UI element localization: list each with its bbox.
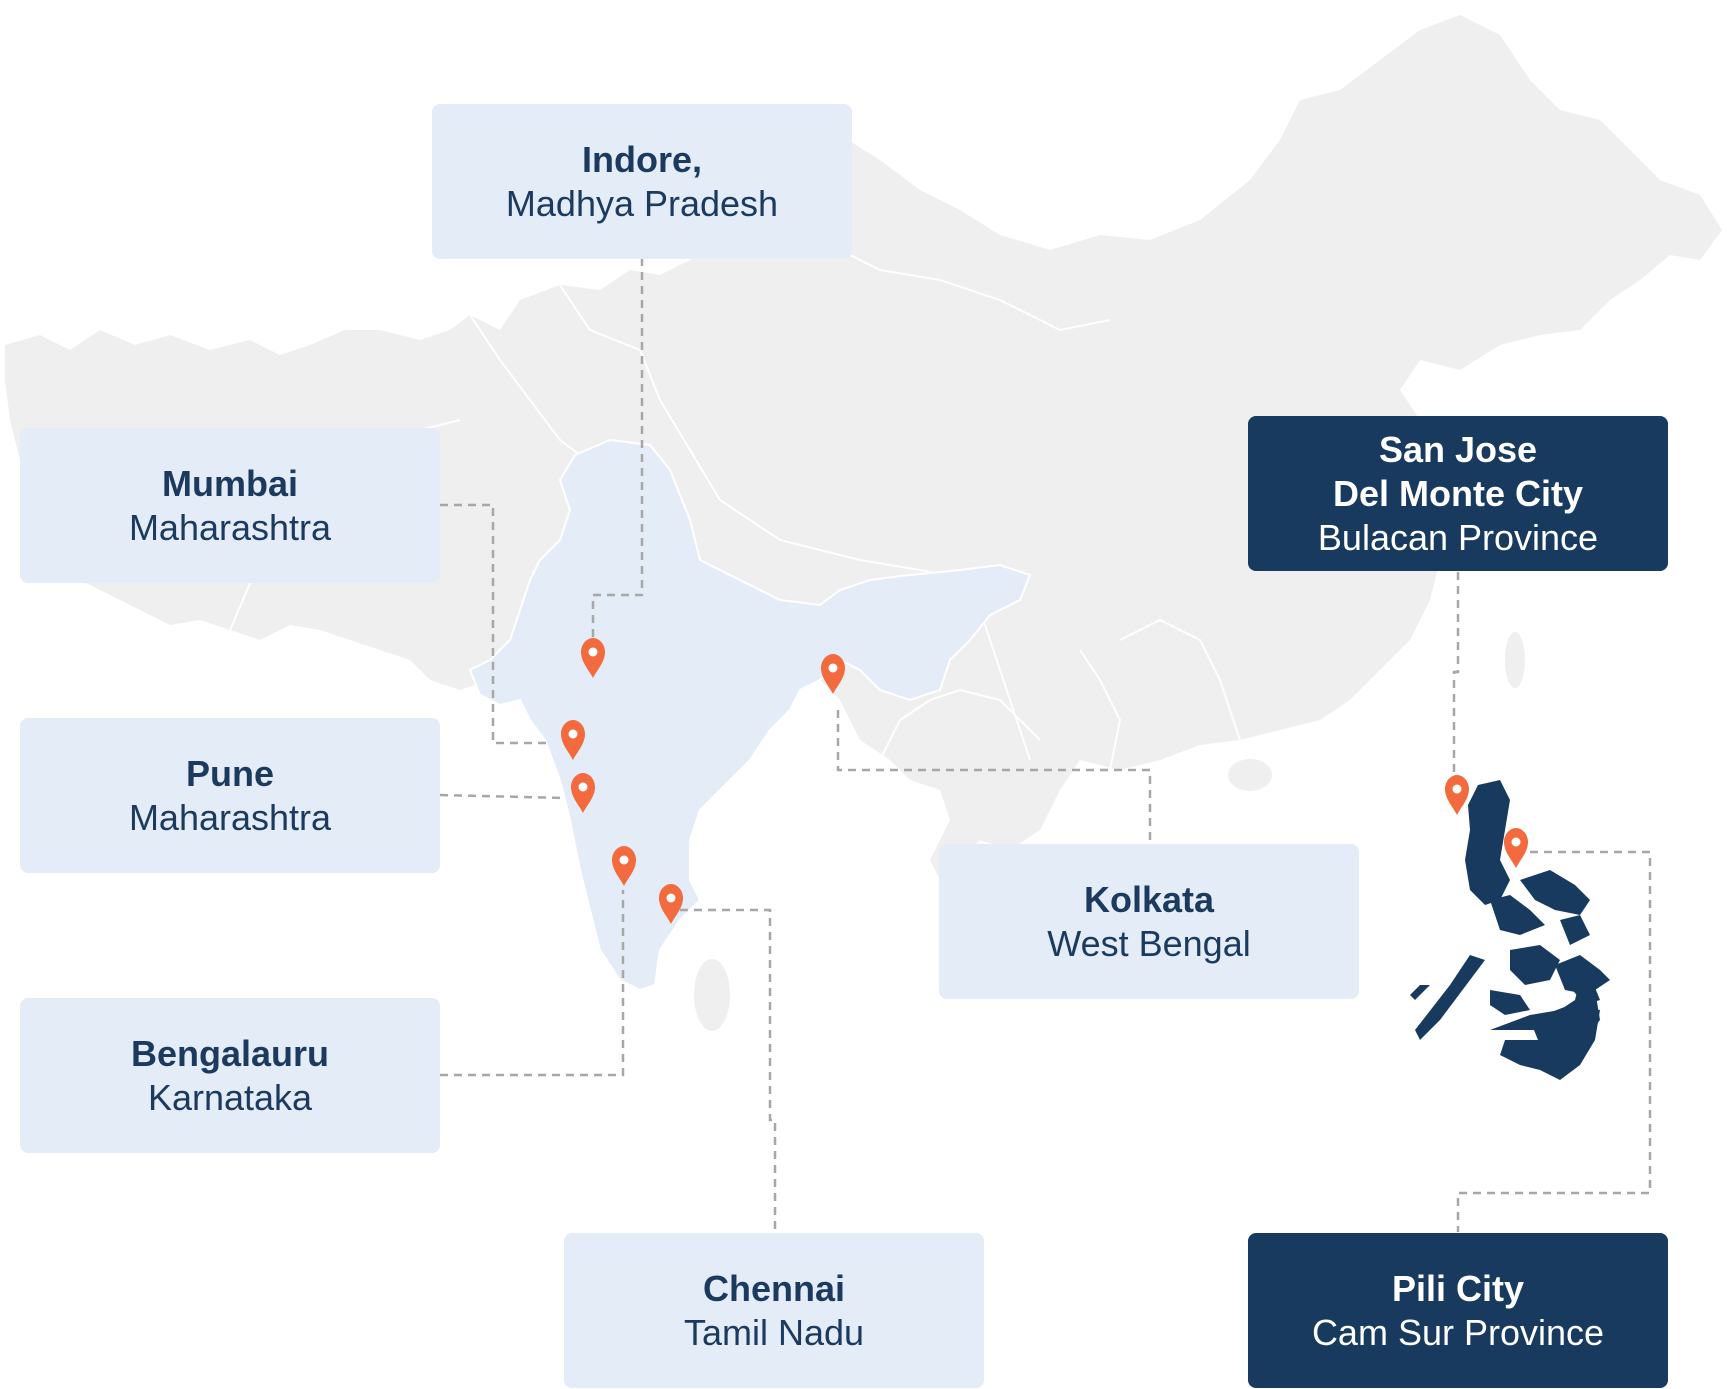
markers: [561, 638, 1528, 924]
region-name: Maharashtra: [128, 796, 332, 838]
region-name: Bulacan Province: [1317, 516, 1599, 558]
location-card-chennai[interactable]: Chennai Tamil Nadu: [564, 1233, 984, 1388]
city-name: Mumbai: [161, 462, 298, 504]
city-name: Kolkata: [1083, 878, 1215, 920]
region-name: Maharashtra: [128, 506, 332, 548]
connector-pune: [439, 793, 566, 800]
asia-landmass: [5, 15, 1722, 880]
sri-lanka-island: [694, 959, 730, 1031]
marker-mumbai[interactable]: [561, 720, 585, 760]
marker-kolkata[interactable]: [821, 654, 845, 694]
connector-indore: [591, 258, 644, 640]
map-pin-icon: [1445, 775, 1469, 815]
map-pin-icon: [612, 846, 636, 886]
philippines-region: [1410, 780, 1610, 1080]
region-name: Tamil Nadu: [683, 1311, 865, 1353]
city-name: Bengalauru: [130, 1032, 330, 1074]
connector-pili: [1456, 850, 1652, 1232]
marker-sanjose[interactable]: [1445, 775, 1469, 815]
marker-bengaluru[interactable]: [612, 846, 636, 886]
region-name: Cam Sur Province: [1311, 1311, 1605, 1353]
map-pin-icon: [1504, 828, 1528, 868]
connector-kolkata: [836, 710, 1152, 842]
location-card-bengaluru[interactable]: Bengalauru Karnataka: [20, 998, 440, 1153]
region-name: Karnataka: [147, 1076, 313, 1118]
hainan-island: [1228, 759, 1272, 791]
marker-pune[interactable]: [571, 773, 595, 813]
connector-chennai: [680, 908, 777, 1230]
city-name: San Jose Del Monte City: [1332, 428, 1583, 514]
marker-indore[interactable]: [581, 638, 605, 678]
map-pin-icon: [659, 884, 683, 924]
city-name: Pili City: [1391, 1267, 1525, 1309]
city-name: Indore,: [581, 138, 702, 180]
location-card-kolkata[interactable]: Kolkata West Bengal: [939, 844, 1359, 999]
city-name: Chennai: [702, 1267, 845, 1309]
location-card-pili[interactable]: Pili City Cam Sur Province: [1248, 1233, 1668, 1388]
map-pin-icon: [581, 638, 605, 678]
connector-mumbai: [440, 503, 552, 745]
location-card-pune[interactable]: Pune Maharashtra: [20, 718, 440, 873]
connector-bengaluru: [440, 890, 625, 1077]
location-card-mumbai[interactable]: Mumbai Maharashtra: [20, 428, 440, 583]
region-name: Madhya Pradesh: [505, 182, 779, 224]
location-card-sanjose[interactable]: San Jose Del Monte City Bulacan Province: [1248, 416, 1668, 571]
connector-lines: [439, 258, 1652, 1232]
map-pin-icon: [571, 773, 595, 813]
connector-sanjose: [1452, 572, 1460, 780]
map-pin-icon: [821, 654, 845, 694]
marker-chennai[interactable]: [659, 884, 683, 924]
location-card-indore[interactable]: Indore, Madhya Pradesh: [432, 104, 852, 259]
india-region: [468, 438, 1032, 992]
marker-pili[interactable]: [1504, 828, 1528, 868]
map-pin-icon: [561, 720, 585, 760]
region-name: West Bengal: [1047, 922, 1251, 964]
taiwan-island: [1505, 632, 1525, 688]
city-name: Pune: [185, 752, 274, 794]
